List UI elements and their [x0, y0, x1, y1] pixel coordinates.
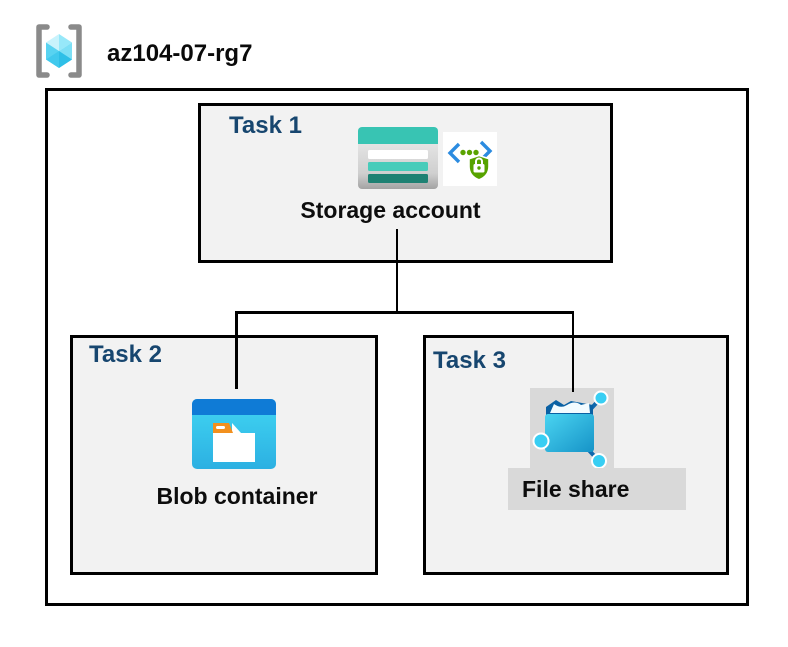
task2-box: Task 2 Blob container: [70, 335, 378, 575]
connector-to-blob: [235, 311, 238, 389]
storage-account-label: Storage account: [300, 197, 481, 223]
blob-container-icon: [192, 399, 276, 469]
connector-storage-trunk: [395, 229, 398, 313]
file-share-label: File share: [522, 476, 630, 502]
connector-branch-horizontal: [235, 311, 574, 314]
connector-to-fileshare: [571, 311, 574, 392]
resource-group-icon: [30, 22, 88, 80]
task3-label: Task 3: [433, 347, 506, 374]
task1-label: Task 1: [229, 112, 302, 139]
storage-account-icon: [358, 127, 438, 189]
file-share-icon: [531, 388, 613, 469]
file-share-icon-backdrop: [530, 388, 614, 469]
task2-label: Task 2: [89, 341, 162, 368]
task1-box: Task 1: [198, 103, 613, 263]
task3-box: Task 3: [423, 335, 729, 575]
secure-access-icon: [443, 132, 497, 186]
resource-group-title: az104-07-rg7: [107, 40, 253, 67]
blob-container-label: Blob container: [156, 483, 318, 509]
file-share-label-strip: File share: [508, 468, 686, 510]
